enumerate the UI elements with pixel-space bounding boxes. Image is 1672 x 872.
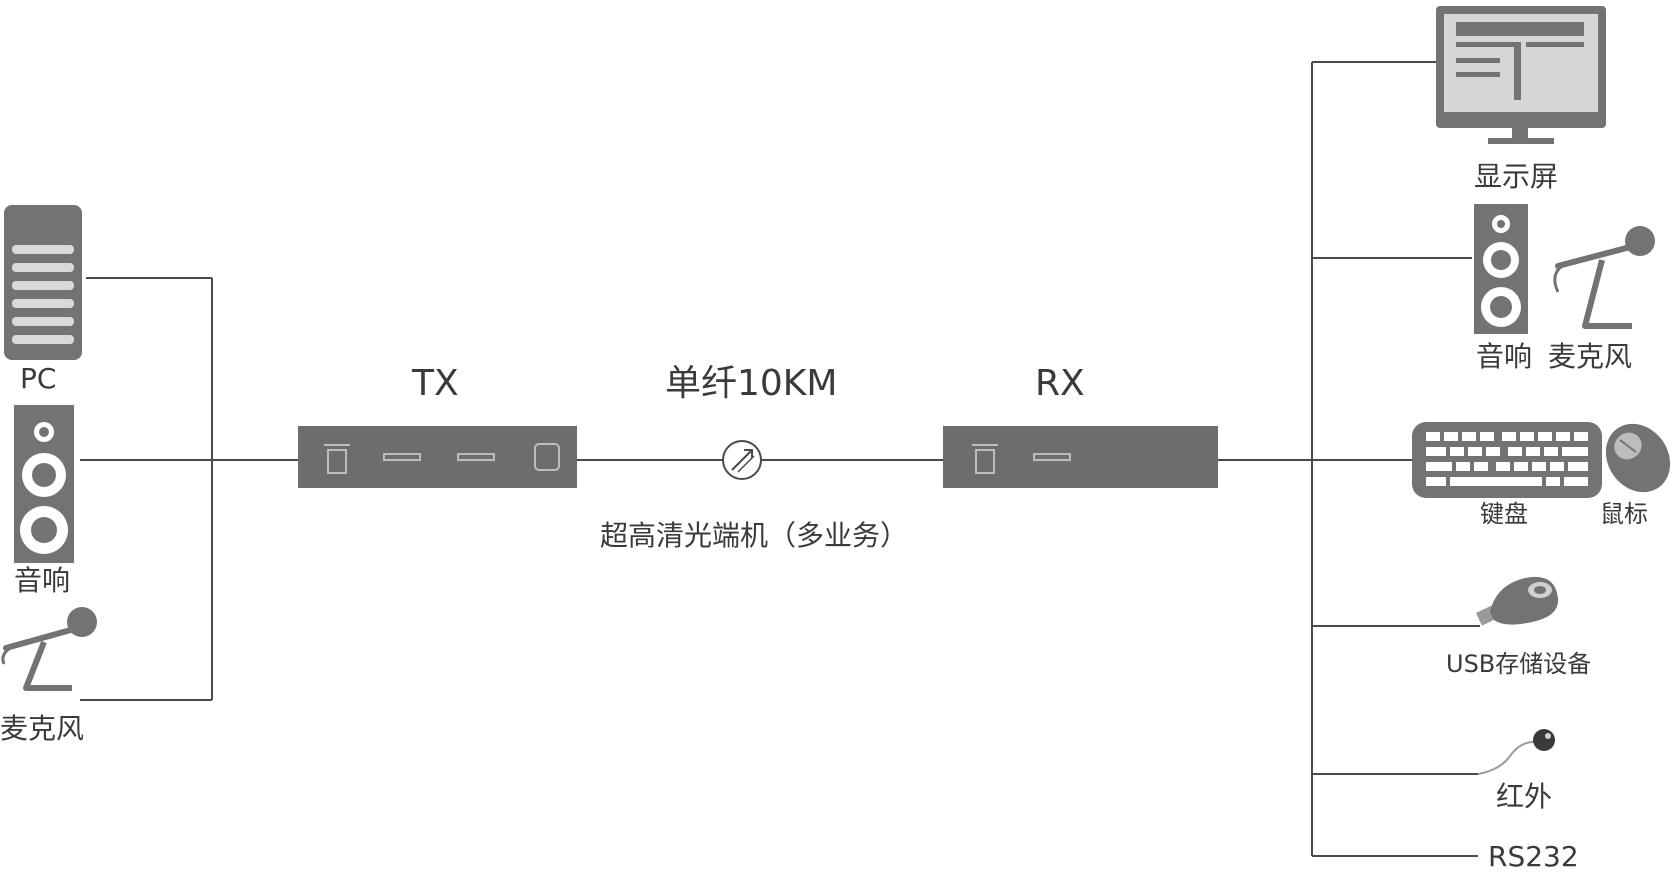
ir-label: 红外 [1496, 780, 1552, 813]
keyboard-icon [1412, 422, 1602, 498]
ir-sensor-icon [1477, 729, 1555, 775]
tx-label: TX [411, 363, 459, 404]
rx-unit [943, 426, 1218, 488]
mouse-label: 鼠标 [1600, 500, 1648, 528]
tx-dp-port [457, 453, 495, 461]
rx-label: RX [1035, 363, 1085, 404]
pc-tower-icon [4, 205, 82, 360]
microphone-icon [1, 607, 97, 691]
mic-left-label: 麦克风 [0, 712, 84, 745]
link-label: 单纤10KM [665, 363, 837, 404]
monitor-icon [1436, 6, 1606, 144]
rx-hdmi-port [1033, 453, 1071, 461]
microphone-icon [1553, 226, 1655, 329]
display-label: 显示屏 [1474, 160, 1558, 193]
right-wiring [1218, 61, 1480, 857]
usb-label: USB存储设备 [1446, 650, 1591, 678]
keyboard-label: 键盘 [1480, 500, 1528, 528]
fiber-link-icon [722, 440, 762, 480]
mouse-icon [1605, 423, 1671, 493]
pc-label: PC [20, 362, 56, 395]
speaker-left-label: 音响 [14, 564, 70, 597]
tx-usb-port [324, 444, 350, 474]
usb-drive-icon [1475, 576, 1559, 626]
mic-right-label: 麦克风 [1548, 340, 1632, 373]
speaker-icon [1474, 204, 1528, 334]
tx-fiber-port [534, 443, 560, 471]
left-wiring [80, 277, 300, 701]
rx-usb-port [972, 444, 998, 474]
caption-label: 超高清光端机（多业务） [600, 519, 908, 552]
rs232-label: RS232 [1488, 840, 1579, 872]
tx-unit [298, 426, 577, 488]
speaker-right-label: 音响 [1476, 340, 1532, 373]
speaker-icon [14, 405, 74, 563]
tx-hdmi-port [383, 453, 421, 461]
